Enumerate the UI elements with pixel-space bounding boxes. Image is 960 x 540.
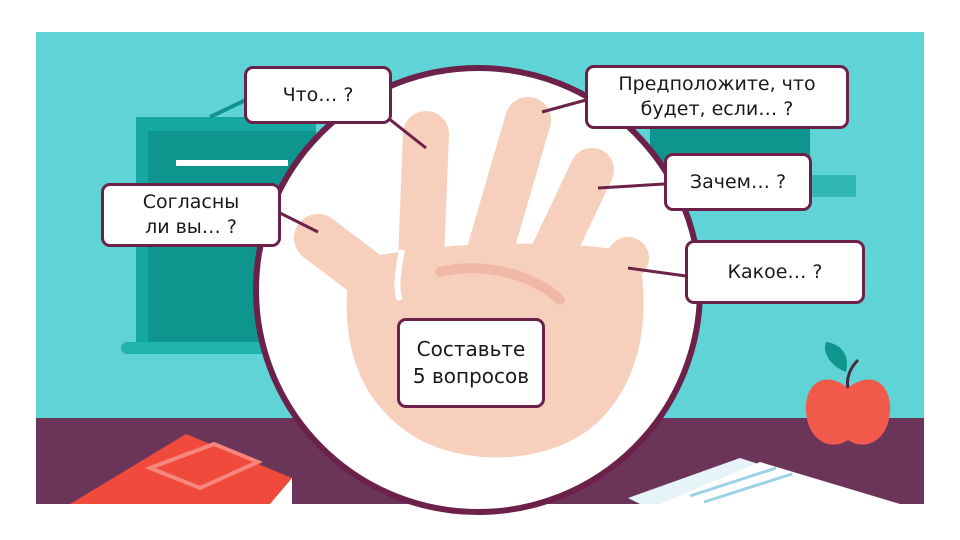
paper-sheets (628, 458, 900, 504)
palm-crease (435, 263, 565, 305)
label-what: Что… ? (244, 66, 392, 124)
connector-lines (277, 98, 687, 278)
apple-icon (805, 342, 891, 445)
label-task: Составьте 5 вопросов (397, 318, 545, 408)
finger-gap-1 (394, 249, 405, 302)
book-icon (70, 434, 292, 504)
label-suppose: Предположите, что будет, если… ? (585, 65, 849, 129)
label-which: Какое… ? (685, 240, 865, 304)
label-why: Зачем… ? (664, 153, 812, 211)
label-agree: Согласны ли вы… ? (101, 183, 281, 247)
hand-illustration (294, 97, 649, 458)
